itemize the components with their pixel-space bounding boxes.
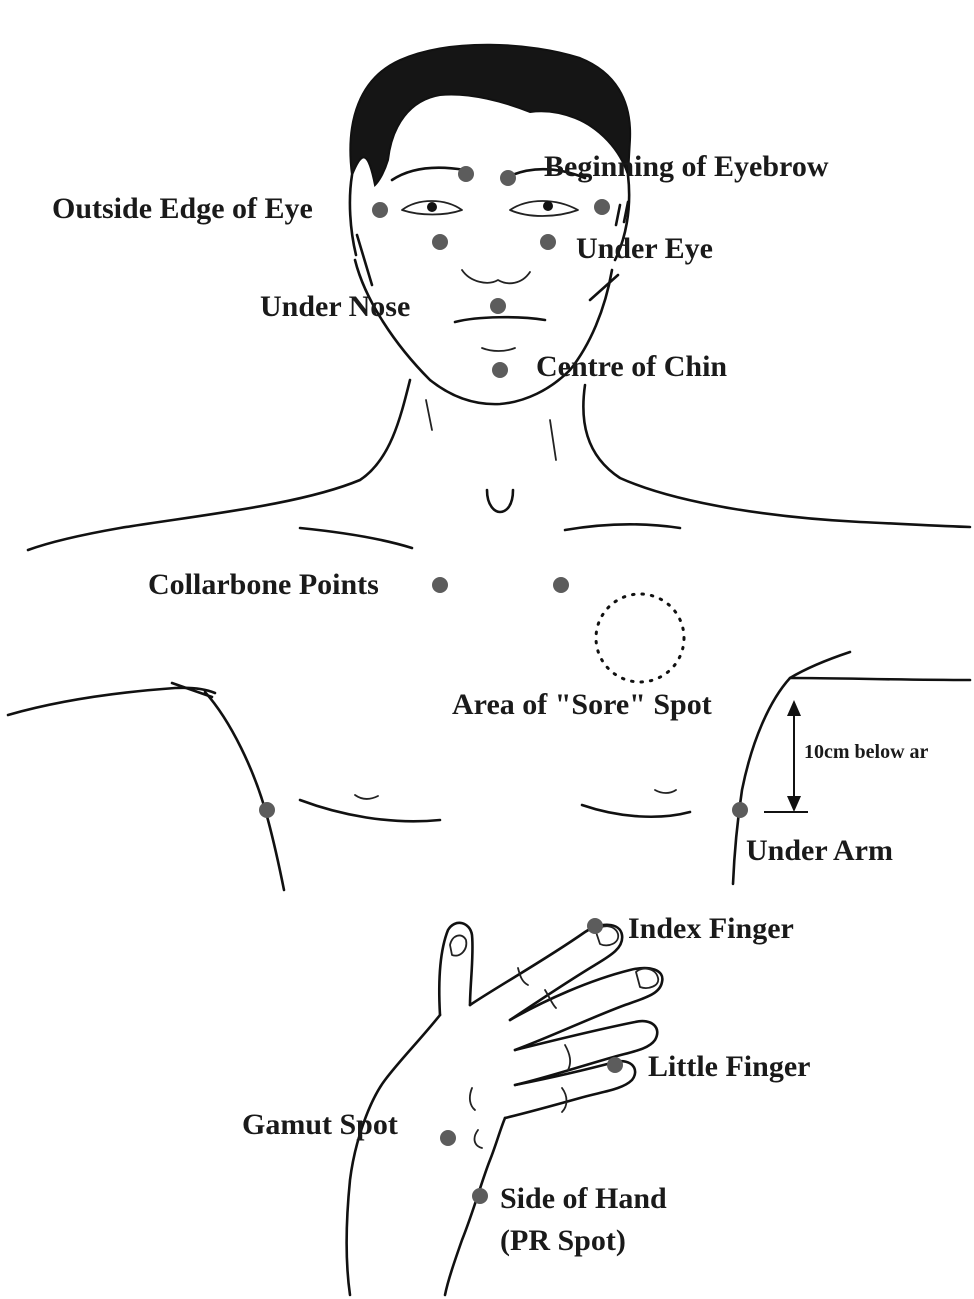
middle-nail xyxy=(636,969,658,988)
mouth xyxy=(455,317,545,322)
measure-arrow-head-bottom xyxy=(787,796,801,812)
under-eye-point-left xyxy=(432,234,448,250)
eyebrow-point-left xyxy=(458,166,474,182)
label-index-finger: Index Finger xyxy=(628,914,794,944)
label-gamut-spot: Gamut Spot xyxy=(242,1110,398,1140)
chin-crease xyxy=(482,348,515,351)
outside-eye-point-right xyxy=(594,199,610,215)
sore-spot-circle xyxy=(596,594,684,682)
neck-line-right xyxy=(550,420,556,460)
right-collarbone xyxy=(565,524,680,530)
collarbone-point-left xyxy=(432,577,448,593)
label-outside-edge-of-eye: Outside Edge of Eye xyxy=(52,194,313,224)
measure-arrow-head-top xyxy=(787,700,801,716)
collarbone-point-right xyxy=(553,577,569,593)
jugular-notch xyxy=(487,490,513,512)
label-collarbone-points: Collarbone Points xyxy=(148,570,379,600)
right-nipple xyxy=(655,790,676,793)
index-finger xyxy=(470,925,622,1020)
left-neck-shoulder xyxy=(28,380,410,550)
middle-finger xyxy=(510,968,662,1050)
nose xyxy=(462,270,530,283)
cheek-shadow-right xyxy=(590,275,618,300)
index-finger-point xyxy=(587,918,603,934)
left-pectoral xyxy=(300,800,440,821)
outside-eye-point-left xyxy=(372,202,388,218)
label-side-of-hand: Side of Hand xyxy=(500,1184,667,1214)
label-under-eye: Under Eye xyxy=(576,234,713,264)
torso-drawing xyxy=(8,380,970,890)
right-pupil xyxy=(543,201,553,211)
label-under-nose: Under Nose xyxy=(260,292,410,322)
label-little-finger: Little Finger xyxy=(648,1052,810,1082)
eyebrow-point-right xyxy=(500,170,516,186)
hand-left-edge xyxy=(347,1015,440,1295)
chin-point xyxy=(492,362,508,378)
neck-line-left xyxy=(426,400,432,430)
under-arm-point-right xyxy=(732,802,748,818)
label-10cm-below-arm: 10cm below ar xyxy=(804,742,928,762)
little-finger-point xyxy=(607,1057,623,1073)
left-arm-top xyxy=(8,688,215,715)
thumb-nail xyxy=(450,935,466,955)
label-area-of-sore-spot: Area of "Sore" Spot xyxy=(452,690,712,720)
under-arm-point-left xyxy=(259,802,275,818)
left-collarbone xyxy=(300,528,412,548)
label-beginning-of-eyebrow: Beginning of Eyebrow xyxy=(544,152,829,182)
head-left-contour xyxy=(350,175,356,255)
hand-right-edge xyxy=(445,1118,505,1295)
gamut-spot-point xyxy=(440,1130,456,1146)
left-eyebrow xyxy=(392,168,465,180)
right-neck-shoulder xyxy=(583,385,970,527)
label-pr-spot: (PR Spot) xyxy=(500,1226,626,1256)
under-nose-point xyxy=(490,298,506,314)
right-arm-top xyxy=(790,678,970,680)
left-torso-side xyxy=(205,692,284,890)
label-centre-of-chin: Centre of Chin xyxy=(536,352,727,382)
side-of-hand-point xyxy=(472,1188,488,1204)
under-eye-point-right xyxy=(540,234,556,250)
label-under-arm: Under Arm xyxy=(746,836,893,866)
left-pupil xyxy=(427,202,437,212)
left-nipple xyxy=(355,795,378,799)
right-pectoral xyxy=(582,805,690,817)
